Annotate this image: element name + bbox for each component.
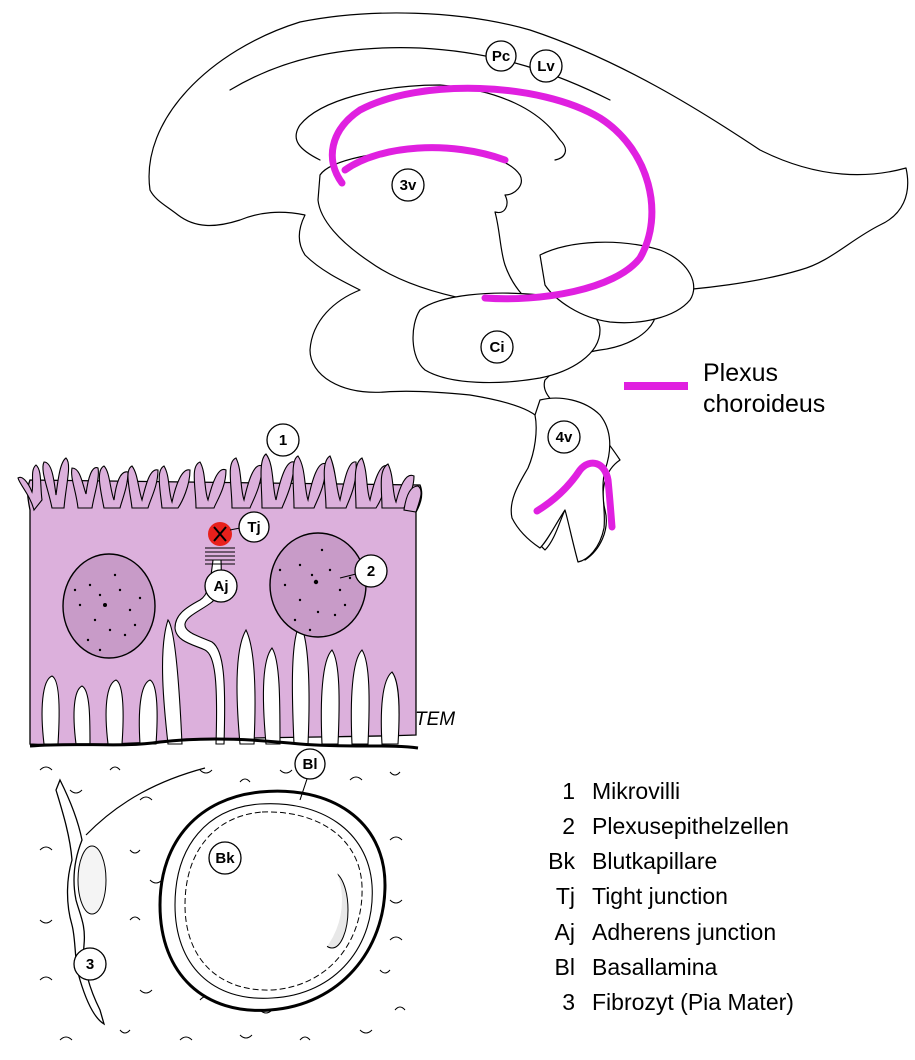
label-1: 1 <box>267 424 299 456</box>
legend-text-3: Fibrozyt (Pia Mater) <box>592 989 794 1015</box>
plexus-legend-line2: choroideus <box>703 390 825 418</box>
label-2-text: 2 <box>367 563 375 580</box>
label-2: 2 <box>355 555 387 587</box>
plexus-legend: Plexus choroideus <box>624 359 825 418</box>
legend: 1 Mikrovilli 2 Plexusepithelzellen Bk Bl… <box>548 778 794 1015</box>
label-ci-text: Ci <box>490 339 505 356</box>
label-3v: 3v <box>392 169 424 201</box>
label-1-text: 1 <box>279 432 287 449</box>
label-4v: 4v <box>548 421 580 453</box>
legend-key-bk: Bk <box>548 848 575 874</box>
tem-label: TEM <box>415 709 455 730</box>
label-ci: Ci <box>481 331 513 363</box>
label-tj-text: Tj <box>247 519 260 536</box>
lumen <box>190 822 342 978</box>
legend-text-1: Mikrovilli <box>592 778 680 804</box>
label-aj-text: Aj <box>214 578 229 595</box>
legend-text-aj: Adherens junction <box>592 919 776 945</box>
legend-key-aj: Aj <box>555 919 575 945</box>
label-pc-text: Pc <box>492 48 510 65</box>
label-bl: Bl <box>295 749 325 779</box>
label-bk: Bk <box>209 842 241 874</box>
nucleus-left <box>63 554 155 658</box>
legend-text-bl: Basallamina <box>592 954 717 980</box>
nucleus-right <box>270 533 366 637</box>
legend-key-1: 1 <box>562 778 575 804</box>
legend-key-3: 3 <box>562 989 575 1015</box>
label-tj: Tj <box>239 512 269 542</box>
legend-text-tj: Tight junction <box>592 883 728 909</box>
label-bl-text: Bl <box>303 756 318 773</box>
label-3: 3 <box>74 948 106 980</box>
label-bk-text: Bk <box>215 850 235 867</box>
label-3-text: 3 <box>86 956 94 973</box>
label-lv: Lv <box>530 50 562 82</box>
label-4v-text: 4v <box>556 429 573 446</box>
label-pc: Pc <box>486 41 516 71</box>
fibrocyte-nucleus <box>78 846 106 914</box>
legend-key-2: 2 <box>562 813 575 839</box>
plexus-legend-line1: Plexus <box>703 359 778 387</box>
blood-capillary <box>160 791 385 1010</box>
label-aj: Aj <box>205 570 237 602</box>
legend-text-2: Plexusepithelzellen <box>592 813 789 839</box>
label-3v-text: 3v <box>400 177 417 194</box>
legend-key-tj: Tj <box>556 883 575 909</box>
legend-text-bk: Blutkapillare <box>592 848 717 874</box>
label-lv-text: Lv <box>537 58 555 75</box>
legend-key-bl: Bl <box>555 954 575 980</box>
